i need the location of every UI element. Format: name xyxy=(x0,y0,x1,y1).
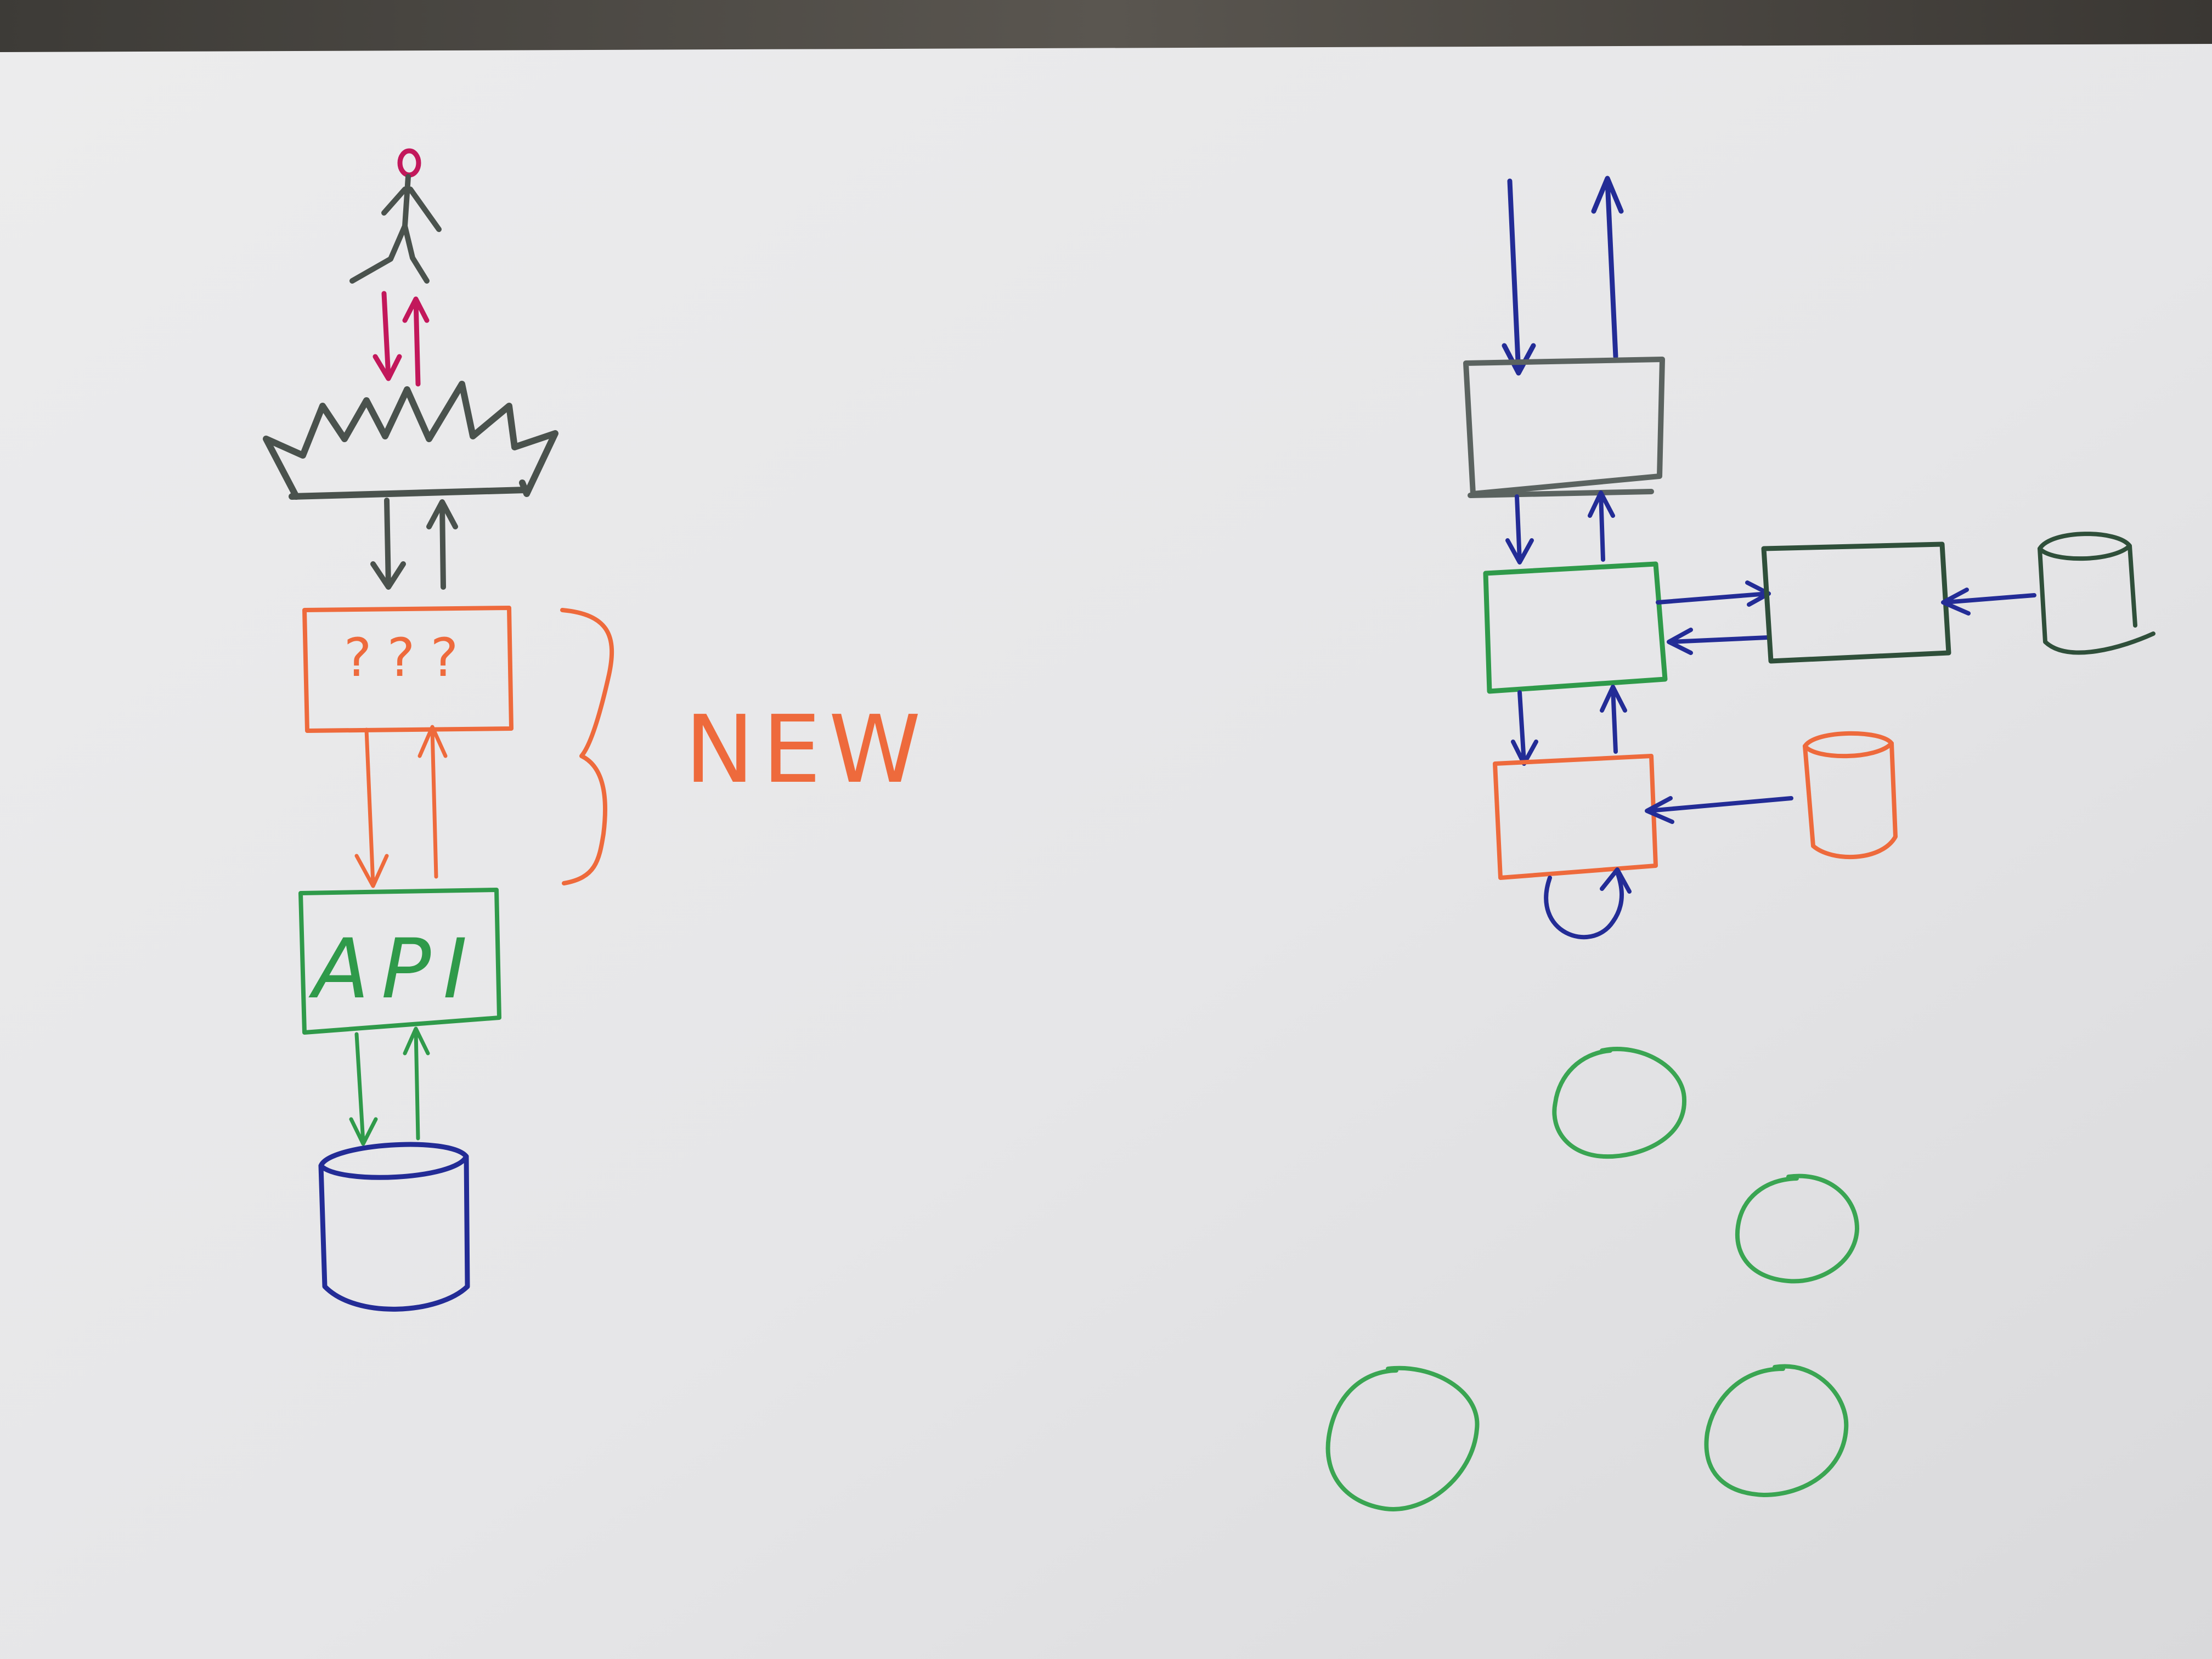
green-circle-icon xyxy=(1735,1173,1859,1284)
cloud-box-arrows xyxy=(370,498,458,590)
green-circle-icon xyxy=(1325,1365,1480,1511)
top-io-arrows xyxy=(1502,176,1624,376)
dark-green-database-icon xyxy=(2038,532,2155,655)
red-box-loop-arrow xyxy=(1544,867,1632,940)
green-red-arrows xyxy=(1511,685,1627,766)
red-database-icon xyxy=(1803,731,1898,860)
green-circle-icon xyxy=(1552,1047,1687,1159)
api-box: API xyxy=(298,888,501,1035)
jagged-cloud-icon xyxy=(263,381,558,500)
api-box-label: API xyxy=(308,922,479,1017)
new-brace xyxy=(560,608,614,885)
node-circles xyxy=(1325,1047,1859,1511)
unknown-box-label: ??? xyxy=(344,627,474,689)
stick-figure-icon xyxy=(349,148,442,284)
right-diagram xyxy=(1325,176,2155,1511)
user-cloud-arrows xyxy=(373,291,430,387)
box-api-arrows xyxy=(354,725,448,888)
gray-box-underline xyxy=(1468,489,1654,498)
gray-green-arrows xyxy=(1505,490,1615,565)
green-circle-icon xyxy=(1704,1364,1849,1497)
red-box-icon xyxy=(1493,754,1658,880)
red-db-arrow xyxy=(1645,796,1793,824)
unknown-component-box: ??? xyxy=(302,606,514,733)
green-box-icon xyxy=(1483,561,1668,694)
new-label: NEW xyxy=(685,696,929,804)
database-cylinder-icon xyxy=(318,1142,470,1312)
left-diagram: ??? NEW API xyxy=(263,148,929,1312)
api-db-arrows xyxy=(349,1026,430,1146)
darkgreen-db-arrow xyxy=(1941,588,2036,616)
gray-box-icon xyxy=(1463,357,1665,496)
dark-green-box-icon xyxy=(1761,541,1951,664)
